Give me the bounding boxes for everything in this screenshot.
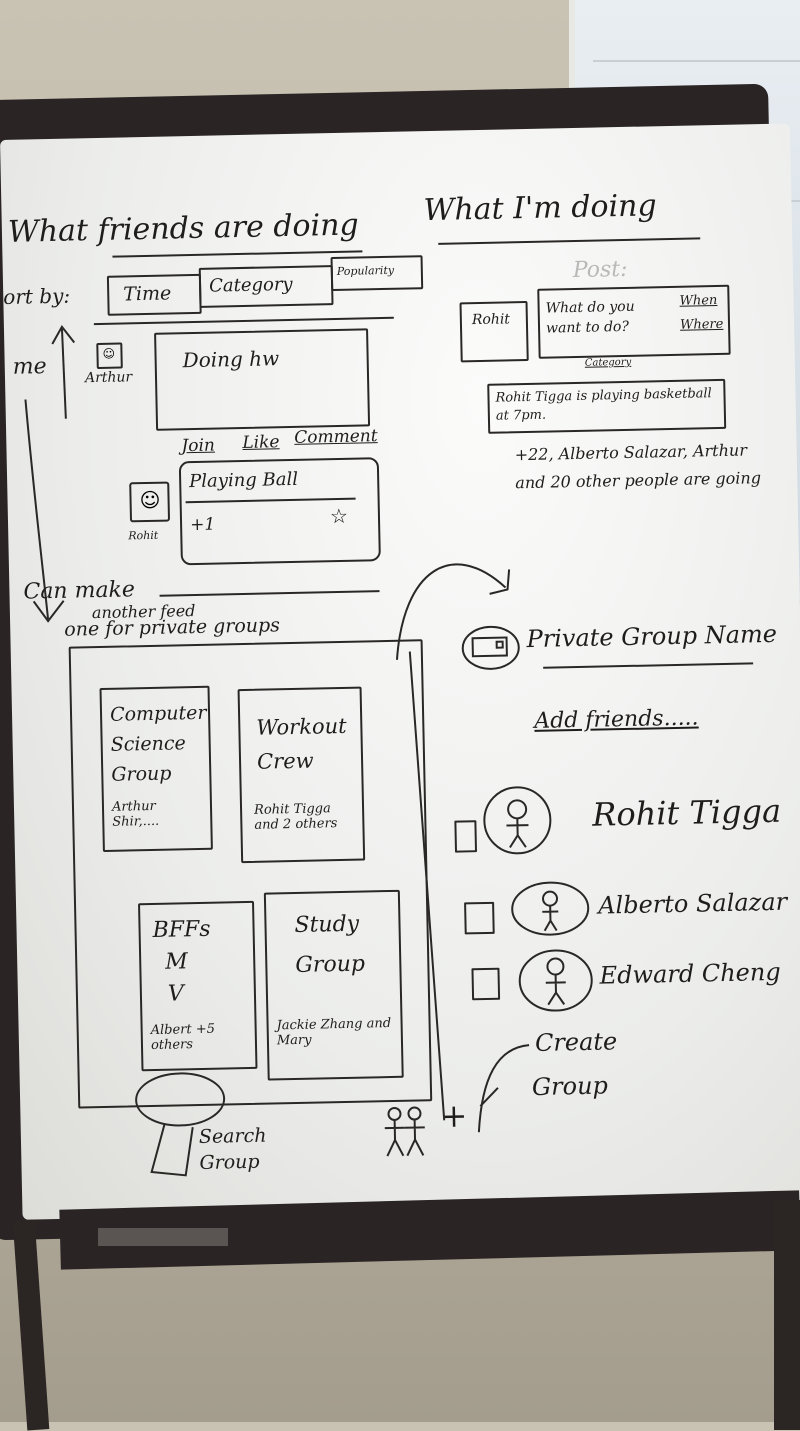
people-icon [384,1106,425,1157]
name-underline [543,662,754,669]
time-arrow [24,324,76,623]
post-user: Rohit [128,528,159,543]
like-link[interactable]: Like [242,432,280,453]
divider [159,590,380,597]
avatar-face-icon: ☺ [102,346,116,361]
category-field[interactable]: Category [584,356,632,369]
group-title: Workout Crew [256,709,348,779]
friend-avatar [518,949,593,1012]
group-title-line: Group [111,762,172,786]
group-card[interactable]: Workout Crew Rohit Tigga and 2 others [237,686,366,864]
create-arrow [477,1044,530,1133]
tab-category[interactable]: Category [198,265,334,308]
note-line: Can make [23,577,136,605]
tab-time[interactable]: Time [106,273,202,316]
compose-box[interactable]: What do you want to do? When Where [537,284,731,359]
post-divider [185,497,356,504]
tab-time-label: Time [123,282,172,306]
add-friends-link[interactable]: Add friends..... [534,705,699,734]
group-title: Computer Science Group [110,698,208,790]
group-members: Arthur Shir,.... [111,798,160,830]
group-photo-icon[interactable] [460,623,523,674]
group-title-line: M [164,949,189,975]
create-group-label[interactable]: Create [534,1027,618,1057]
easel-leg [12,1219,50,1431]
search-group-label[interactable]: Search Group [198,1124,267,1175]
search-icon[interactable] [135,1070,238,1182]
avatar-face-icon: ☺ [139,487,161,513]
where-field[interactable]: Where [679,316,724,333]
going-text: +22, Alberto Salazar, Arthur and 20 othe… [514,440,762,493]
post-text: Playing Ball [188,468,299,493]
avatar-arthur[interactable]: ☺ [96,342,123,370]
group-title-line: Workout [256,713,347,740]
group-members: Rohit Tigga and 2 others [253,801,338,833]
tab-popularity-label: Popularity [336,263,395,278]
group-card[interactable]: BFFs M V Albert +5 others [138,900,258,1072]
post-text: Doing hw [182,346,280,373]
join-link[interactable]: Join [181,435,216,457]
feed-title: What friends are doing [7,207,360,250]
when-field[interactable]: When [679,293,718,309]
sort-label: ort by: [3,283,71,309]
group-title-line: Crew [256,748,314,774]
my-avatar-label: Rohit [471,311,511,329]
group-title-line: Group [295,951,366,978]
post-card[interactable]: Playing Ball +1 ☆ [178,457,381,566]
friend-name[interactable]: Edward Cheng [599,957,781,990]
flow-arrow [395,563,511,660]
friend-checkbox[interactable] [454,820,478,853]
group-card[interactable]: Computer Science Group Arthur Shir,.... [99,685,213,853]
group-title: Study Group [294,905,365,986]
private-groups-panel: Computer Science Group Arthur Shir,.... … [68,639,433,1109]
group-title-line: V [167,981,185,1007]
friend-avatar [483,786,552,855]
title-underline [112,250,363,258]
friend-name[interactable]: Alberto Salazar [597,887,788,920]
my-avatar[interactable]: Rohit [459,300,529,363]
post-card[interactable]: Doing hw [154,328,371,431]
group-title-line: BFFs [152,916,211,943]
friend-avatar [511,881,590,936]
plus-count[interactable]: +1 [189,514,216,536]
avatar-rohit[interactable]: ☺ [129,481,171,523]
friend-name[interactable]: Rohit Tigga [591,791,782,834]
note-line: one for private groups [64,614,281,641]
window-pane-divider [593,60,800,62]
group-members: Jackie Zhang and Mary [276,1016,392,1049]
comment-link[interactable]: Comment [294,426,378,448]
easel-leg [774,1200,800,1430]
status-text: Rohit Tigga is playing basketball at 7pm… [495,386,712,424]
group-card[interactable]: Study Group Jackie Zhang and Mary [263,889,404,1081]
post-label: Post: [572,256,628,284]
tray-slot [98,1228,228,1246]
group-title-line: Science [110,732,187,756]
tab-category-label: Category [208,273,293,297]
group-title: BFFs M V [152,914,212,1011]
group-title-line: Computer [109,701,207,726]
post-user: Arthur [84,369,133,387]
my-activity-title: What I'm doing [423,188,657,229]
title-underline [438,237,701,245]
group-members: Albert +5 others [150,1021,216,1054]
group-name-field[interactable]: Private Group Name [526,619,778,654]
friend-checkbox[interactable] [464,901,495,935]
group-title-line: Study [294,911,360,939]
whiteboard: What friends are doing ort by: Time Cate… [0,123,800,1220]
tab-popularity[interactable]: Popularity [330,255,424,292]
compose-placeholder: What do you want to do? [545,298,635,337]
create-group-label[interactable]: Group [531,1071,609,1102]
status-card[interactable]: Rohit Tigga is playing basketball at 7pm… [487,378,727,434]
friend-checkbox[interactable] [471,967,501,1001]
divider [93,316,394,326]
star-icon[interactable]: ☆ [329,503,349,529]
